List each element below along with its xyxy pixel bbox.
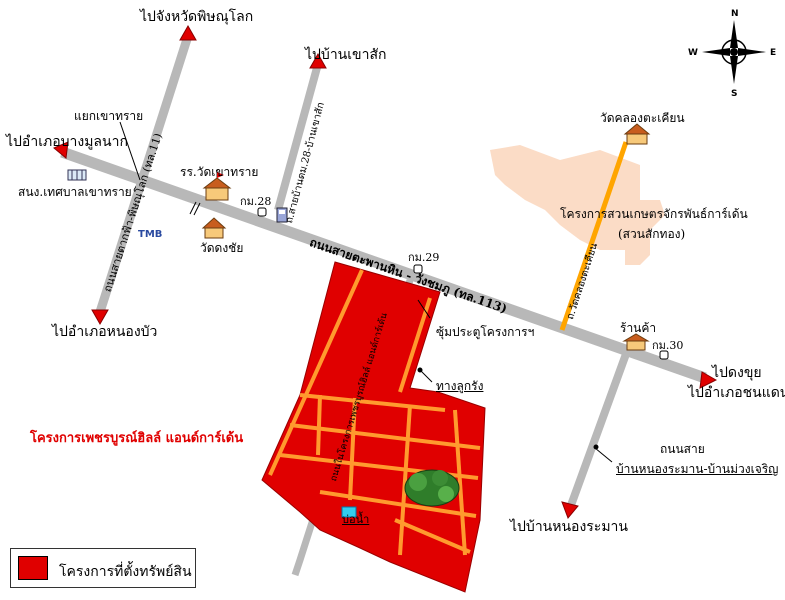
bank-logo: TMB [138,229,163,240]
leader-lines [119,121,613,463]
label-to-dong-khui: ไปดงขุย [712,365,762,381]
road-phitsanulok [95,34,193,314]
label-km-30: กม.30 [652,339,684,352]
arrow-khao-sak [309,52,327,69]
label-stream-path: ทางลูกรัง [436,379,484,393]
label-garden-project-1: โครงการสวนเกษตรจักรพันธ์การ์เด้น [560,207,748,221]
label-to-nong-bua: ไปอำเภอหนองบัว [52,324,158,340]
label-pond: บ่อน้ำ [342,513,370,526]
bridge-mark [189,201,201,216]
label-to-bang-mun-nak: ไปอำเภอบางมูลนาก [6,134,128,150]
label-project-name: โครงการเพชรบูรณ์ฮิลล์ แอนด์การ์เด้น [30,431,244,446]
tree-cluster-icon [404,469,460,507]
label-municipality: สนง.เทศบาลเขาทราย [18,185,132,199]
pond-marker [341,506,357,518]
compass-south: S [731,89,738,99]
legend-label: โครงการที่ตั้งทรัพย์สิน [59,564,192,580]
km-post-icons [257,207,669,360]
compass-west: W [688,48,698,58]
municipality-icon [67,169,87,181]
label-khao-sai-junction: แยกเขาทราย [74,109,144,123]
temple-icon-dong-chai [201,217,227,239]
inner-roads [268,269,481,556]
label-wat-dong-chai: วัดดงชัย [200,241,244,255]
direction-arrows [53,24,718,519]
label-nong-raman-road-1: ถนนสาย [660,442,705,456]
legend-swatch [18,556,48,580]
label-gate: ซุ้มประตูโครงการฯ [436,325,535,339]
arrow-bang-mun-nak [53,141,69,159]
compass-north: N [731,9,739,19]
gas-station-icon [276,207,288,223]
label-wat-khlong-takhian: วัดคลองตะเคียน [600,111,685,125]
label-nong-raman-road-2: บ้านหนองระมาน-บ้านม่วงเจริญ [616,462,779,476]
arrow-dong-khui [699,371,718,389]
label-to-chon-daen: ไปอำเภอชนแดน [688,385,785,401]
school-icon [202,172,232,201]
label-to-ban-khao-sak: ไปบ้านเขาสัก [305,47,387,63]
label-garden-project-2: (สวนสักทอง) [618,227,686,241]
road-khao-sak [274,62,322,212]
compass-east: E [770,48,777,58]
arrow-phitsanulok [179,24,197,41]
road-main-highway [60,146,707,384]
label-to-ban-nong-raman: ไปบ้านหนองระมาน [510,519,628,535]
road-nong-raman [566,352,630,510]
label-km-29: กม.29 [408,251,440,264]
road-khlong-takhian [559,141,629,331]
map-legend: โครงการที่ตั้งทรัพย์สิน [10,548,196,588]
compass-rose-icon [702,20,766,84]
arrow-nong-raman [561,501,579,519]
label-shop: ร้านค้า [620,321,657,335]
label-km-28: กม.28 [240,195,272,208]
temple-icon-khlong-takhian [623,123,651,145]
shop-icon [622,333,650,351]
garden-project-area [490,145,665,265]
arrow-nong-bua [91,309,109,326]
label-to-phitsanulok: ไปจังหวัดพิษณุโลก [140,9,254,25]
label-school: รร.วัดเขาทราย [180,165,259,179]
